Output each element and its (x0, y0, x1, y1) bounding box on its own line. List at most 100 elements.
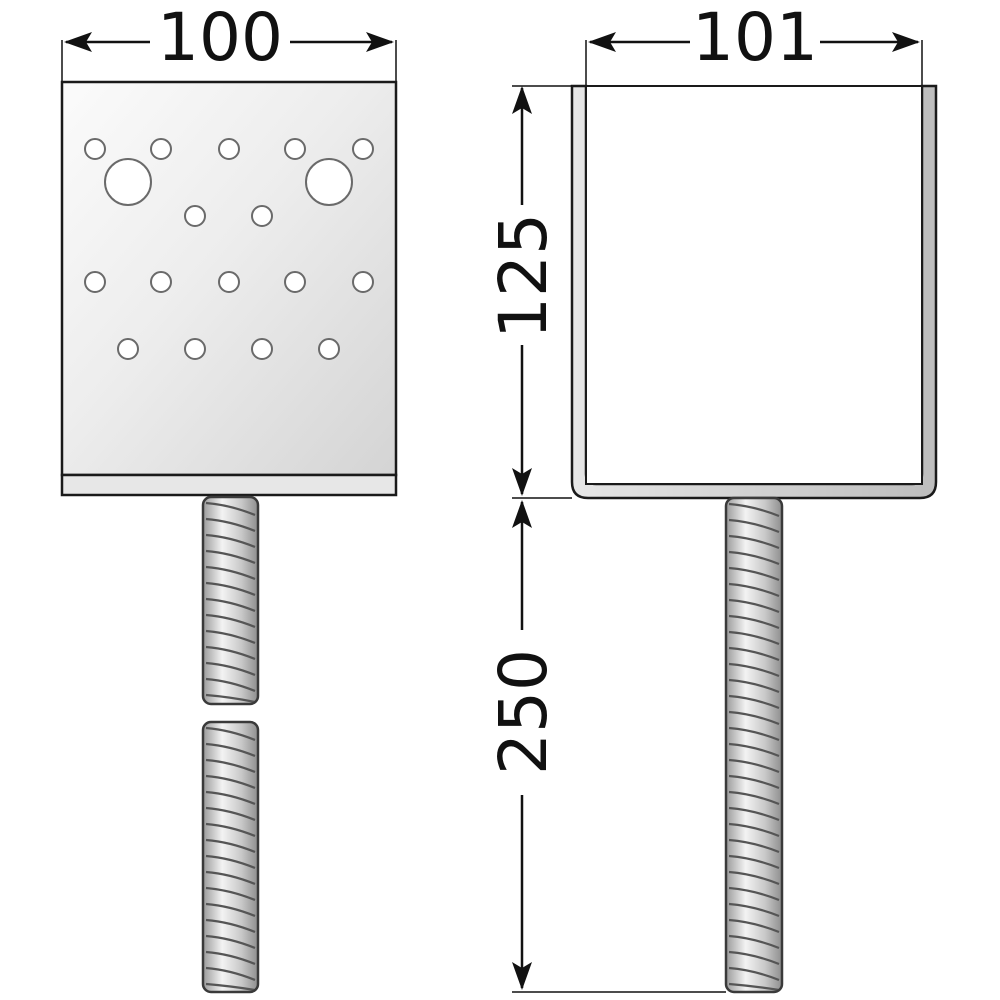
rebar-rib (205, 517, 256, 533)
rebar-rib (205, 950, 256, 966)
rebar-rib (205, 742, 256, 758)
dimension-label-125: 125 (485, 213, 562, 339)
rebar-rib (728, 694, 780, 710)
rebar-rib (205, 645, 256, 661)
height-dimension-125: 125 (485, 85, 572, 499)
front-view: 100 (60, 0, 398, 994)
front-plate (60, 80, 398, 497)
rebar-rib (728, 582, 780, 598)
rebar-rib (728, 662, 780, 678)
rebar-rib (728, 790, 780, 806)
rebar-rib (205, 886, 256, 902)
hole (318, 338, 340, 360)
dimension-label-101: 101 (692, 0, 818, 76)
arrowhead-bottom (512, 468, 532, 496)
rebar-rib (205, 501, 256, 517)
rebar-rib (728, 870, 780, 886)
hole (251, 338, 273, 360)
hole (84, 271, 106, 293)
rebar-rib (728, 918, 780, 934)
rebar-rib (728, 598, 780, 614)
rebar-rib (728, 982, 780, 992)
rebar-rib (205, 774, 256, 790)
rebar-rib (205, 854, 256, 870)
hole (251, 205, 273, 227)
arrowhead-bottom (512, 962, 532, 990)
rebar-rib (728, 534, 780, 550)
rebar-rod-side (724, 496, 784, 994)
rebar-rib (728, 646, 780, 662)
rebar-rib (205, 966, 256, 982)
rebar-rib (205, 918, 256, 934)
arrowhead-right (366, 32, 394, 52)
rebar-rib (205, 677, 256, 693)
rebar-rib (728, 678, 780, 694)
rebar-rib (205, 693, 256, 704)
rebar-rib (205, 758, 256, 774)
rebar-rib (728, 566, 780, 582)
hole (184, 205, 206, 227)
rebar-rib (728, 934, 780, 950)
arrowhead-top (512, 86, 532, 114)
hole (184, 338, 206, 360)
rebar-rib (728, 502, 780, 518)
height-dimension-250: 250 (485, 500, 726, 993)
large-hole (305, 158, 353, 206)
bracket-inner (585, 85, 923, 485)
rebar-rib (205, 806, 256, 822)
rebar-rib (205, 549, 256, 565)
rebar-rib (728, 950, 780, 966)
u-bracket (570, 84, 938, 500)
rebar-rib (728, 966, 780, 982)
hole (218, 138, 240, 160)
large-hole (104, 158, 152, 206)
hole (84, 138, 106, 160)
rebar-rib (728, 758, 780, 774)
rebar-rib (728, 710, 780, 726)
width-dimension-101: 101 (585, 0, 923, 86)
dimension-label-250: 250 (485, 649, 562, 775)
arrowhead-left (64, 32, 92, 52)
rebar-rib (205, 822, 256, 838)
rebar-rib (728, 822, 780, 838)
rebar-rib (205, 902, 256, 918)
hole (150, 138, 172, 160)
rebar-rib (728, 854, 780, 870)
rebar-rib (205, 565, 256, 581)
plate-holes (84, 138, 374, 360)
rebar-rib (205, 581, 256, 597)
rebar-rib (728, 886, 780, 902)
hole (352, 271, 374, 293)
rebar-rib (205, 790, 256, 806)
rebar-rib (728, 614, 780, 630)
arrowhead-left (588, 32, 616, 52)
rebar-rod-lower (201, 720, 260, 994)
plate-bottom-flange (60, 473, 398, 497)
rebar-rib (205, 982, 256, 992)
width-dimension-100: 100 (61, 0, 397, 82)
rebar-rib (205, 870, 256, 886)
rebar-rib (728, 902, 780, 918)
rebar-rod-upper (201, 495, 260, 706)
hole (284, 138, 306, 160)
rebar-rib (728, 630, 780, 646)
rebar-rib (205, 661, 256, 677)
rebar-rib (205, 533, 256, 549)
rebar-rib (205, 613, 256, 629)
arrowhead-top (512, 500, 532, 528)
hole (218, 271, 240, 293)
rebar-rib (728, 774, 780, 790)
hole (352, 138, 374, 160)
rebar-rib (205, 597, 256, 613)
side-view: 101 125 250 (485, 0, 938, 994)
rebar-rib (205, 934, 256, 950)
rebar-rib (728, 726, 780, 742)
rebar-rib (728, 550, 780, 566)
rebar-rib (728, 518, 780, 534)
dimension-label-100: 100 (157, 0, 283, 76)
rebar-rib (728, 806, 780, 822)
rebar-rib (205, 726, 256, 742)
hole (284, 271, 306, 293)
arrowhead-right (892, 32, 920, 52)
